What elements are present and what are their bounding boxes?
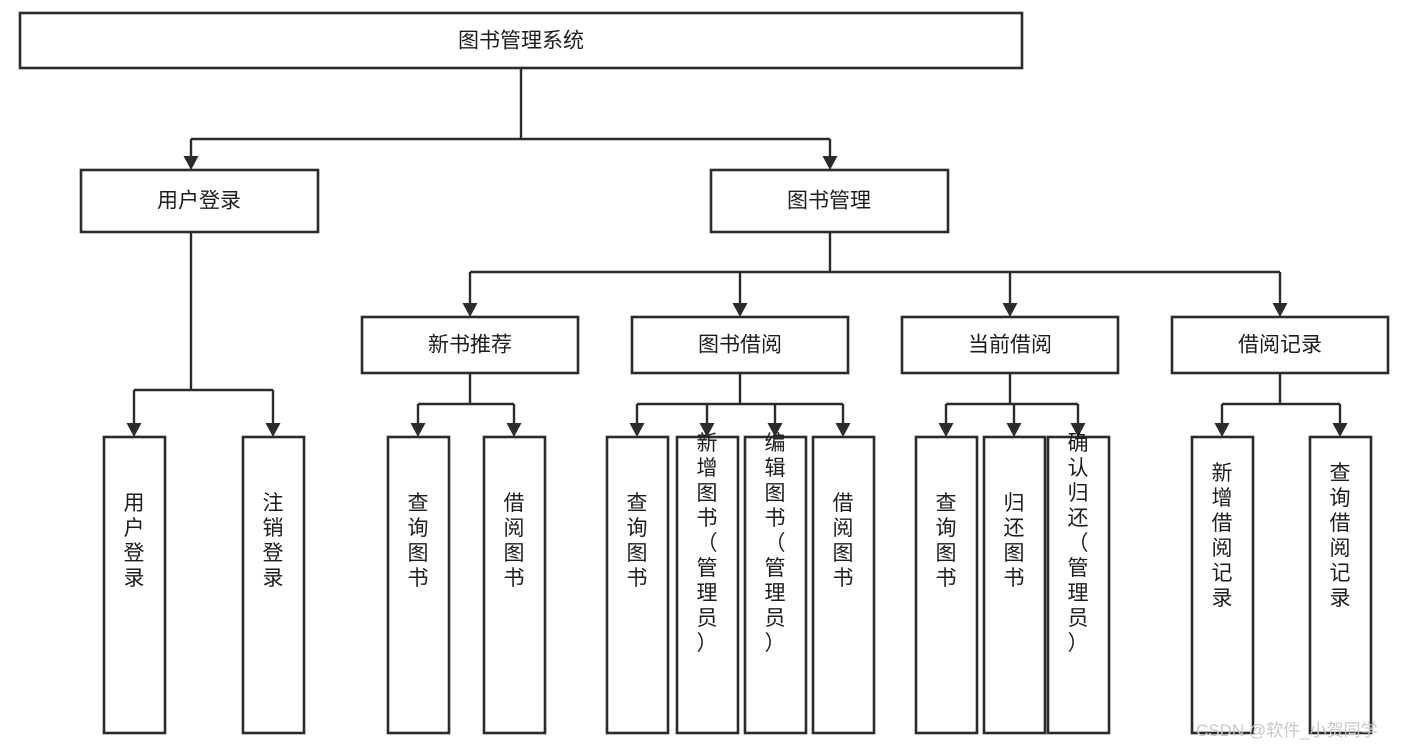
node-leaf-add-record-label: 新增借阅记录 (1212, 462, 1233, 610)
node-leaf-add-book[interactable]: 新增图书（管理员） (675, 432, 740, 735)
node-leaf-return-book-label: 归还图书 (1004, 492, 1025, 590)
node-leaf-user-login[interactable]: 用户登录 (102, 435, 167, 735)
arrowhead-current-borrow (1002, 303, 1018, 317)
node-leaf-edit-book[interactable]: 编辑图书（管理员） (743, 432, 808, 735)
node-borrow-record-box[interactable] (1170, 315, 1390, 375)
node-book-manage[interactable]: 图书管理 (709, 168, 950, 234)
node-user-login[interactable]: 用户登录 (79, 168, 320, 234)
node-leaf-query-record-label: 查询借阅记录 (1330, 462, 1351, 610)
node-leaf-borrow-book-2-label: 借阅图书 (833, 492, 854, 590)
arrowhead-leaf-query-book-1 (410, 423, 426, 437)
node-book-borrow[interactable]: 图书借阅 (630, 315, 850, 375)
arrowhead-leaf-add-record (1214, 423, 1230, 437)
arrowhead-leaf-borrow-book-2 (835, 423, 851, 437)
arrowhead-leaf-return-book (1006, 423, 1022, 437)
node-leaf-add-record-box[interactable] (1190, 435, 1255, 735)
node-leaf-borrow-book-1-box[interactable] (482, 435, 547, 735)
node-book-manage-label: 图书管理 (787, 190, 871, 213)
arrowhead-book-manage (822, 156, 838, 170)
node-user-login-box[interactable] (79, 168, 320, 234)
node-borrow-record[interactable]: 借阅记录 (1170, 315, 1390, 375)
node-leaf-confirm-return-label: 确认归还（管理员） (1068, 432, 1089, 655)
arrowhead-leaf-query-book-2 (629, 423, 645, 437)
arrowhead-leaf-user-login (126, 423, 142, 437)
arrowhead-leaf-logout (265, 423, 281, 437)
node-new-book-rec-label: 新书推荐 (428, 334, 512, 357)
node-leaf-query-book-2[interactable]: 查询图书 (605, 435, 670, 735)
node-root-label: 图书管理系统 (458, 30, 584, 53)
node-leaf-borrow-book-2[interactable]: 借阅图书 (811, 435, 876, 735)
node-new-book-rec[interactable]: 新书推荐 (360, 315, 580, 375)
node-leaf-return-book[interactable]: 归还图书 (982, 435, 1047, 735)
node-leaf-query-book-1[interactable]: 查询图书 (386, 435, 451, 735)
node-current-borrow-label: 当前借阅 (968, 334, 1052, 357)
arrowhead-user-login (183, 156, 199, 170)
node-leaf-confirm-return-box[interactable] (1046, 435, 1111, 735)
node-leaf-add-record[interactable]: 新增借阅记录 (1190, 435, 1255, 735)
node-leaf-borrow-book-2-box[interactable] (811, 435, 876, 735)
node-leaf-borrow-book-1[interactable]: 借阅图书 (482, 435, 547, 735)
node-user-login-label: 用户登录 (157, 190, 241, 213)
node-borrow-record-label: 借阅记录 (1238, 334, 1322, 357)
node-root[interactable]: 图书管理系统 (18, 11, 1024, 70)
arrowhead-leaf-query-book-3 (938, 423, 954, 437)
node-leaf-return-book-box[interactable] (982, 435, 1047, 735)
node-leaf-query-book-3[interactable]: 查询图书 (914, 435, 979, 735)
node-leaf-query-record-box[interactable] (1308, 435, 1373, 735)
node-current-borrow[interactable]: 当前借阅 (900, 315, 1120, 375)
node-leaf-query-book-2-box[interactable] (605, 435, 670, 735)
node-leaf-add-book-box[interactable] (675, 435, 740, 735)
node-root-box[interactable] (18, 11, 1024, 70)
arrowhead-borrow-record (1272, 303, 1288, 317)
arrowhead-leaf-borrow-book-1 (506, 423, 522, 437)
node-leaf-user-login-label: 用户登录 (124, 492, 145, 590)
node-leaf-query-book-3-box[interactable] (914, 435, 979, 735)
node-leaf-query-record[interactable]: 查询借阅记录 (1308, 435, 1373, 735)
node-leaf-confirm-return[interactable]: 确认归还（管理员） (1046, 432, 1111, 735)
node-leaf-add-book-label: 新增图书（管理员） (697, 432, 718, 655)
arrowhead-new-book-rec (462, 303, 478, 317)
node-new-book-rec-box[interactable] (360, 315, 580, 375)
node-leaf-query-book-3-label: 查询图书 (936, 492, 957, 590)
watermark-label: CSDN @软件_小贺同学 (1196, 721, 1378, 740)
connectors-group (126, 68, 1348, 437)
node-leaf-borrow-book-1-label: 借阅图书 (504, 492, 525, 590)
node-current-borrow-box[interactable] (900, 315, 1120, 375)
node-leaf-query-book-1-label: 查询图书 (408, 492, 429, 590)
arrowhead-leaf-query-record (1332, 423, 1348, 437)
node-leaf-logout-label: 注销登录 (263, 492, 284, 590)
node-leaf-user-login-box[interactable] (102, 435, 167, 735)
node-book-borrow-box[interactable] (630, 315, 850, 375)
node-leaf-logout-box[interactable] (241, 435, 306, 735)
node-leaf-edit-book-label: 编辑图书（管理员） (765, 432, 786, 655)
arrowhead-book-borrow (732, 303, 748, 317)
node-book-borrow-label: 图书借阅 (698, 334, 782, 357)
node-leaf-logout[interactable]: 注销登录 (241, 435, 306, 735)
node-book-manage-box[interactable] (709, 168, 950, 234)
node-leaf-query-book-2-label: 查询图书 (627, 492, 648, 590)
node-leaf-edit-book-box[interactable] (743, 435, 808, 735)
node-leaf-query-book-1-box[interactable] (386, 435, 451, 735)
